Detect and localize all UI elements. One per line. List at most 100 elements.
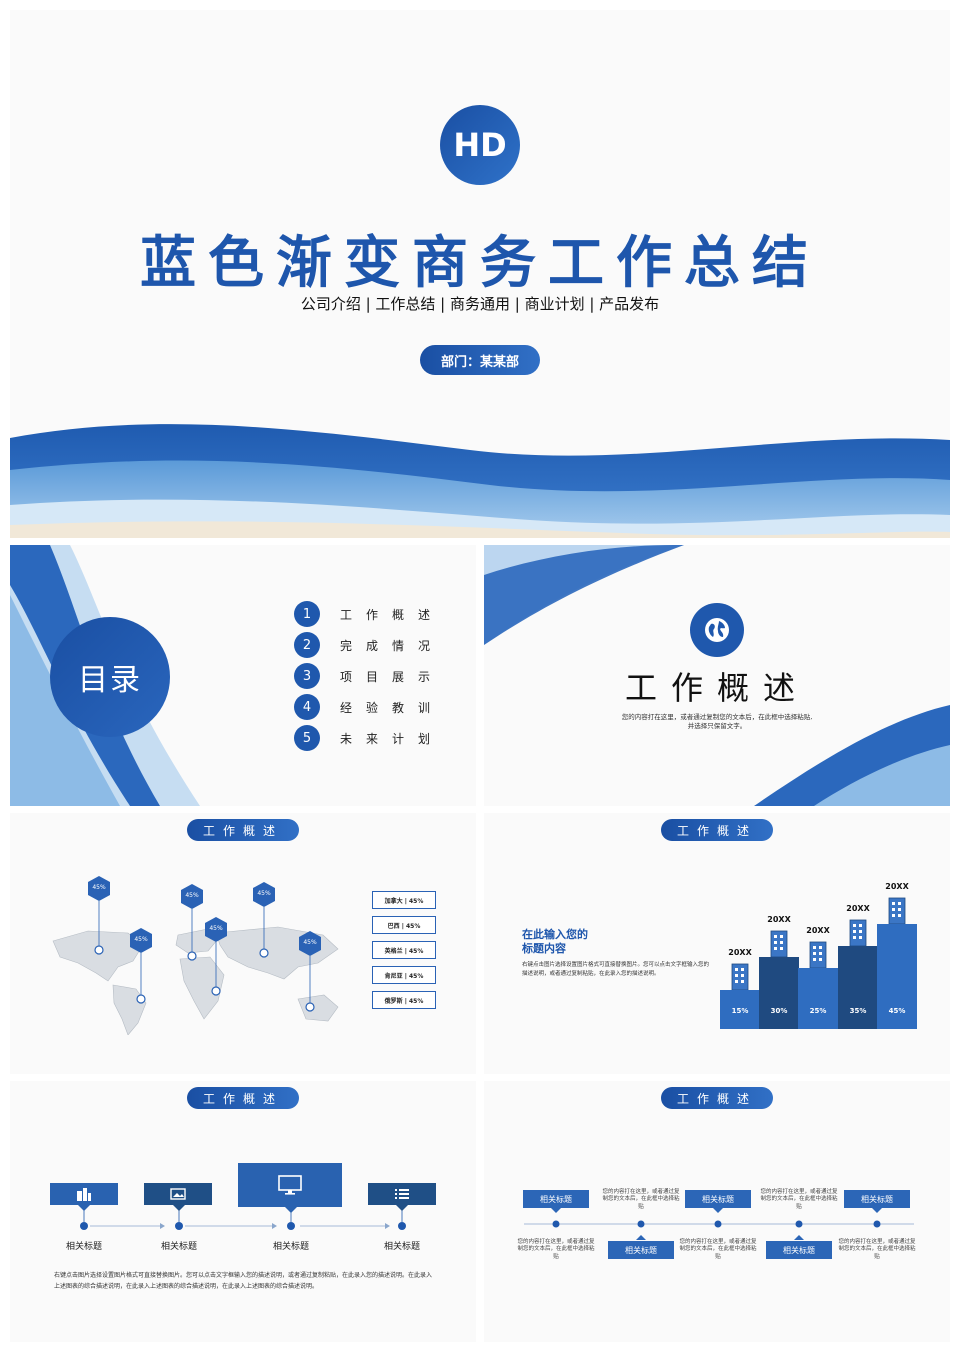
chart-bar xyxy=(838,946,878,1029)
toc-item-1[interactable]: 1 工作概述 xyxy=(294,601,444,627)
cover-title: 蓝色渐变商务工作总结 xyxy=(140,231,820,296)
slide-title-pill: 工作概述 xyxy=(187,1087,299,1109)
section-description: 您的内容打在这里，或者通过复制您的文本后，在此框中选择粘贴, 并选择只保留文字。 xyxy=(584,713,850,731)
legend-row: 俄罗斯 | 45% xyxy=(372,991,436,1009)
building-icon xyxy=(809,941,826,968)
chart-bar xyxy=(759,957,799,1029)
pin-value: 45% xyxy=(134,936,148,943)
toc-label: 未来计划 xyxy=(340,731,445,746)
timeline-box: 相关标题 xyxy=(608,1241,674,1259)
timeline-text: 您的内容打在这里，或者通过复制您的文本后，在此框中选择粘贴 xyxy=(838,1239,916,1260)
toc-slide[interactable]: 目录 1 工作概述 2 完成情况 3 项目展示 4 经验教训 5 未来计划 xyxy=(10,545,476,806)
heading-line: 标题内容 xyxy=(522,941,566,955)
toc-label: 项目展示 xyxy=(340,669,445,684)
building-icon xyxy=(77,1188,91,1201)
chart-slide[interactable]: 工作概述 在此输入您的 标题内容 右键点击图片选择设置图片格式可直接替换图片。您… xyxy=(484,813,950,1074)
toc-item-4[interactable]: 4 经验教训 xyxy=(294,694,444,720)
bar-category-label: 20XX xyxy=(767,915,791,924)
bar-category-label: 20XX xyxy=(885,882,909,891)
section-slide[interactable]: 工作概述 您的内容打在这里，或者通过复制您的文本后，在此框中选择粘贴, 并选择只… xyxy=(484,545,950,806)
heading-line: 在此输入您的 xyxy=(522,928,588,941)
step-box-1[interactable] xyxy=(50,1183,118,1205)
toc-heading: 目录 xyxy=(50,617,170,737)
bar-value-label: 15% xyxy=(731,1007,749,1015)
bar-value-label: 45% xyxy=(888,1007,906,1015)
pin-value: 45% xyxy=(257,890,271,897)
bar-value-label: 30% xyxy=(770,1007,788,1015)
timeline-box: 相关标题 xyxy=(685,1190,751,1208)
pin-value: 45% xyxy=(185,892,199,899)
toc-item-2[interactable]: 2 完成情况 xyxy=(294,632,444,658)
map-slide[interactable]: 工作概述 xyxy=(10,813,476,1074)
department-badge: 部门：某某部 xyxy=(420,345,540,375)
timeline-text: 您的内容打在这里，或者通过复制您的文本后，在此框中选择粘贴 xyxy=(760,1189,838,1210)
building-icon xyxy=(849,919,866,946)
slide-title-pill: 工作概述 xyxy=(187,819,299,841)
toc-number: 4 xyxy=(294,694,320,720)
bar-value-label: 35% xyxy=(849,1007,867,1015)
chart-slide-heading: 在此输入您的 标题内容 xyxy=(522,928,588,956)
pin-value: 45% xyxy=(303,939,317,946)
timeline-box: 相关标题 xyxy=(844,1190,910,1208)
bar-chart: 15% 20XX 30% 20XX 25% 20XX 35% 20XX 45% 20XX xyxy=(720,853,917,1029)
timeline-axis xyxy=(524,1208,914,1240)
process-slide[interactable]: 工作概述 xyxy=(10,1081,476,1342)
timeline-slide[interactable]: 工作概述 相关标题 相关标题 相关标题 相关标题 相关标题 您的内容打在这里，或… xyxy=(484,1081,950,1342)
globe-icon xyxy=(690,603,744,657)
timeline-text: 您的内容打在这里，或者通过复制您的文本后，在此框中选择粘贴 xyxy=(679,1239,757,1260)
step-label: 相关标题 xyxy=(160,1242,197,1252)
hd-logo: HD xyxy=(440,105,520,185)
bar-value-label: 25% xyxy=(809,1007,827,1015)
chart-bar xyxy=(877,924,917,1029)
step-box-2[interactable] xyxy=(144,1183,212,1205)
world-map xyxy=(52,926,339,1035)
step-box-3[interactable] xyxy=(238,1163,342,1207)
section-title: 工作概述 xyxy=(624,669,809,707)
chart-bar xyxy=(720,990,760,1029)
wave-decoration xyxy=(10,424,950,538)
image-icon xyxy=(170,1188,186,1200)
step-box-4[interactable] xyxy=(368,1183,436,1205)
chart-slide-text: 右键点击图片选择设置图片格式可直接替换图片。您可以点击文字框输入您的描述说明，或… xyxy=(522,962,710,977)
pin-value: 45% xyxy=(92,884,106,891)
toc-label: 完成情况 xyxy=(340,638,445,653)
monitor-icon xyxy=(278,1175,302,1195)
step-label: 相关标题 xyxy=(383,1242,420,1252)
building-icon xyxy=(770,930,787,957)
bar-category-label: 20XX xyxy=(806,926,830,935)
slide-title-pill: 工作概述 xyxy=(661,1087,773,1109)
toc-item-5[interactable]: 5 未来计划 xyxy=(294,725,444,751)
cover-subtitle: 公司介绍 | 工作总结 | 商务通用 | 商业计划 | 产品发布 xyxy=(300,295,660,313)
cover-slide[interactable]: HD 蓝色渐变商务工作总结 公司介绍 | 工作总结 | 商务通用 | 商业计划 … xyxy=(10,10,950,538)
toc-label: 工作概述 xyxy=(340,607,445,622)
building-icon xyxy=(731,963,748,990)
toc-number: 2 xyxy=(294,632,320,658)
description-line: 并选择只保留文字。 xyxy=(687,722,747,731)
bar-category-label: 20XX xyxy=(728,948,752,957)
process-connectors xyxy=(78,1205,408,1230)
legend-row: 肯尼亚 | 45% xyxy=(372,966,436,984)
legend-row: 英格兰 | 45% xyxy=(372,941,436,959)
legend-row: 巴西 | 45% xyxy=(372,916,436,934)
toc-label: 经验教训 xyxy=(340,700,445,715)
description-line: 您的内容打在这里，或者通过复制您的文本后，在此框中选择粘贴, xyxy=(621,713,813,721)
chart-bar xyxy=(798,968,838,1029)
toc-number: 5 xyxy=(294,725,320,751)
timeline-box: 相关标题 xyxy=(766,1241,832,1259)
section-wave-decoration xyxy=(484,545,950,806)
toc-number: 3 xyxy=(294,663,320,689)
bar-category-label: 20XX xyxy=(846,904,870,913)
timeline-text: 您的内容打在这里，或者通过复制您的文本后，在此框中选择粘贴 xyxy=(602,1189,680,1210)
timeline-text: 您的内容打在这里，或者通过复制您的文本后，在此框中选择粘贴 xyxy=(517,1239,595,1260)
legend-row: 加拿大 | 45% xyxy=(372,891,436,909)
slide-title-pill: 工作概述 xyxy=(661,819,773,841)
toc-item-3[interactable]: 3 项目展示 xyxy=(294,663,444,689)
step-label: 相关标题 xyxy=(65,1242,102,1252)
process-description: 右键点击图片选择设置图片格式可直接替换图片。您可以点击文字框输入您的描述说明，或… xyxy=(54,1272,433,1290)
toc-number: 1 xyxy=(294,601,320,627)
map-pins-layer xyxy=(88,876,321,1012)
pin-value: 45% xyxy=(209,925,223,932)
timeline-box: 相关标题 xyxy=(523,1190,589,1208)
step-label: 相关标题 xyxy=(272,1242,309,1252)
building-icon xyxy=(888,897,905,924)
